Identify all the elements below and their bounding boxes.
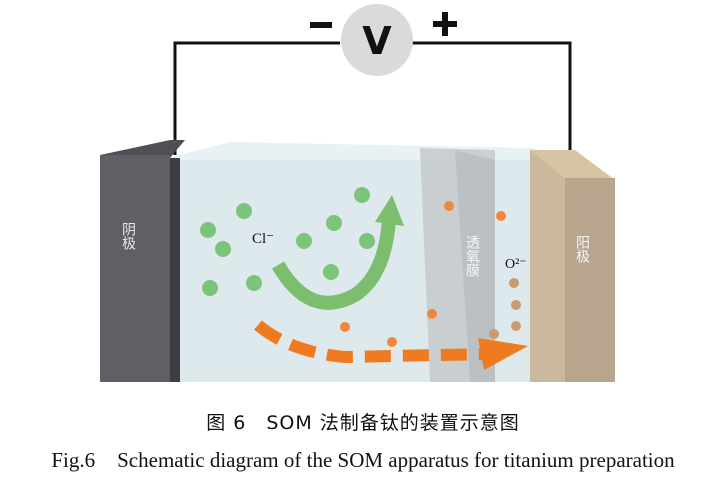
o-ions [340,201,521,347]
cathode-plate [100,155,170,382]
caption-cn-text: SOM 法制备钛的装置示意图 [266,412,520,434]
voltmeter-icon: V [310,4,457,76]
cl-ion-label: Cl⁻ [252,231,274,247]
cathode-top [100,140,185,158]
circulation-arrow-icon [271,219,396,310]
anode-top [530,150,615,180]
membrane-label: 透氧膜 [464,235,480,277]
minus-sign-icon [310,22,332,28]
circuit-wire-right [412,41,572,160]
cl-ions [200,187,375,296]
som-apparatus-diagram: V 阴极 透氧膜 阳极 Cl⁻ O²⁻ [100,4,615,382]
caption-chinese: 图 6 SOM 法制备钛的装置示意图 [0,408,726,435]
oxygen-migration-arrow-icon [254,320,491,364]
caption-english: Fig.6 Schematic diagram of the SOM appara… [0,448,726,473]
anode-plate [565,178,615,382]
caption-en-text: Schematic diagram of the SOM apparatus f… [117,448,675,472]
anode-label: 阳极 [574,235,590,263]
cathode-label: 阴极 [120,222,136,250]
caption-cn-label: 图 6 [206,412,247,434]
caption-en-label: Fig.6 [51,448,96,472]
circuit-wire [173,41,340,155]
svg-text:V: V [362,19,392,63]
plus-sign-icon [433,12,457,36]
o-ion-label: O²⁻ [505,257,527,272]
